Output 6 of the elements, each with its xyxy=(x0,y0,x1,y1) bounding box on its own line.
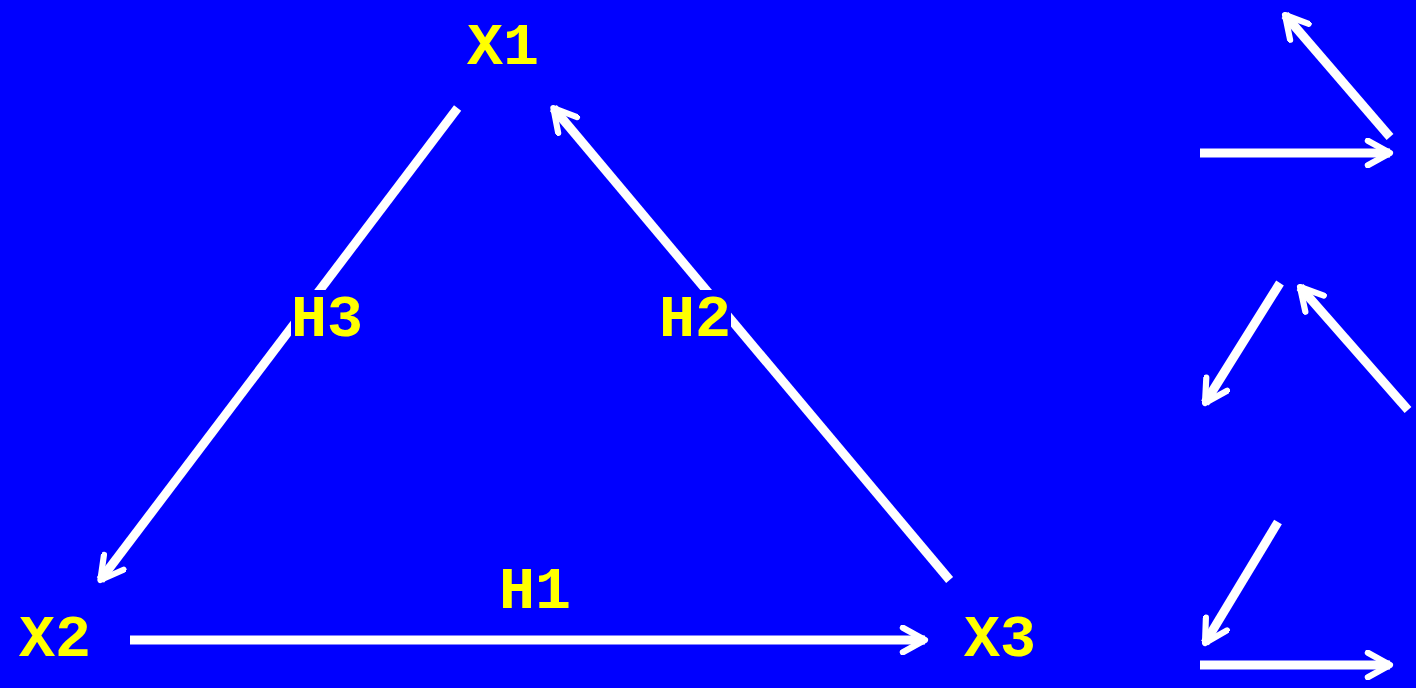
node-label: X3 xyxy=(963,610,1037,670)
node-label: X1 xyxy=(466,18,540,78)
arrow xyxy=(130,624,929,656)
arrow xyxy=(96,105,462,584)
arrow xyxy=(549,104,954,583)
node-label: X2 xyxy=(18,610,92,670)
